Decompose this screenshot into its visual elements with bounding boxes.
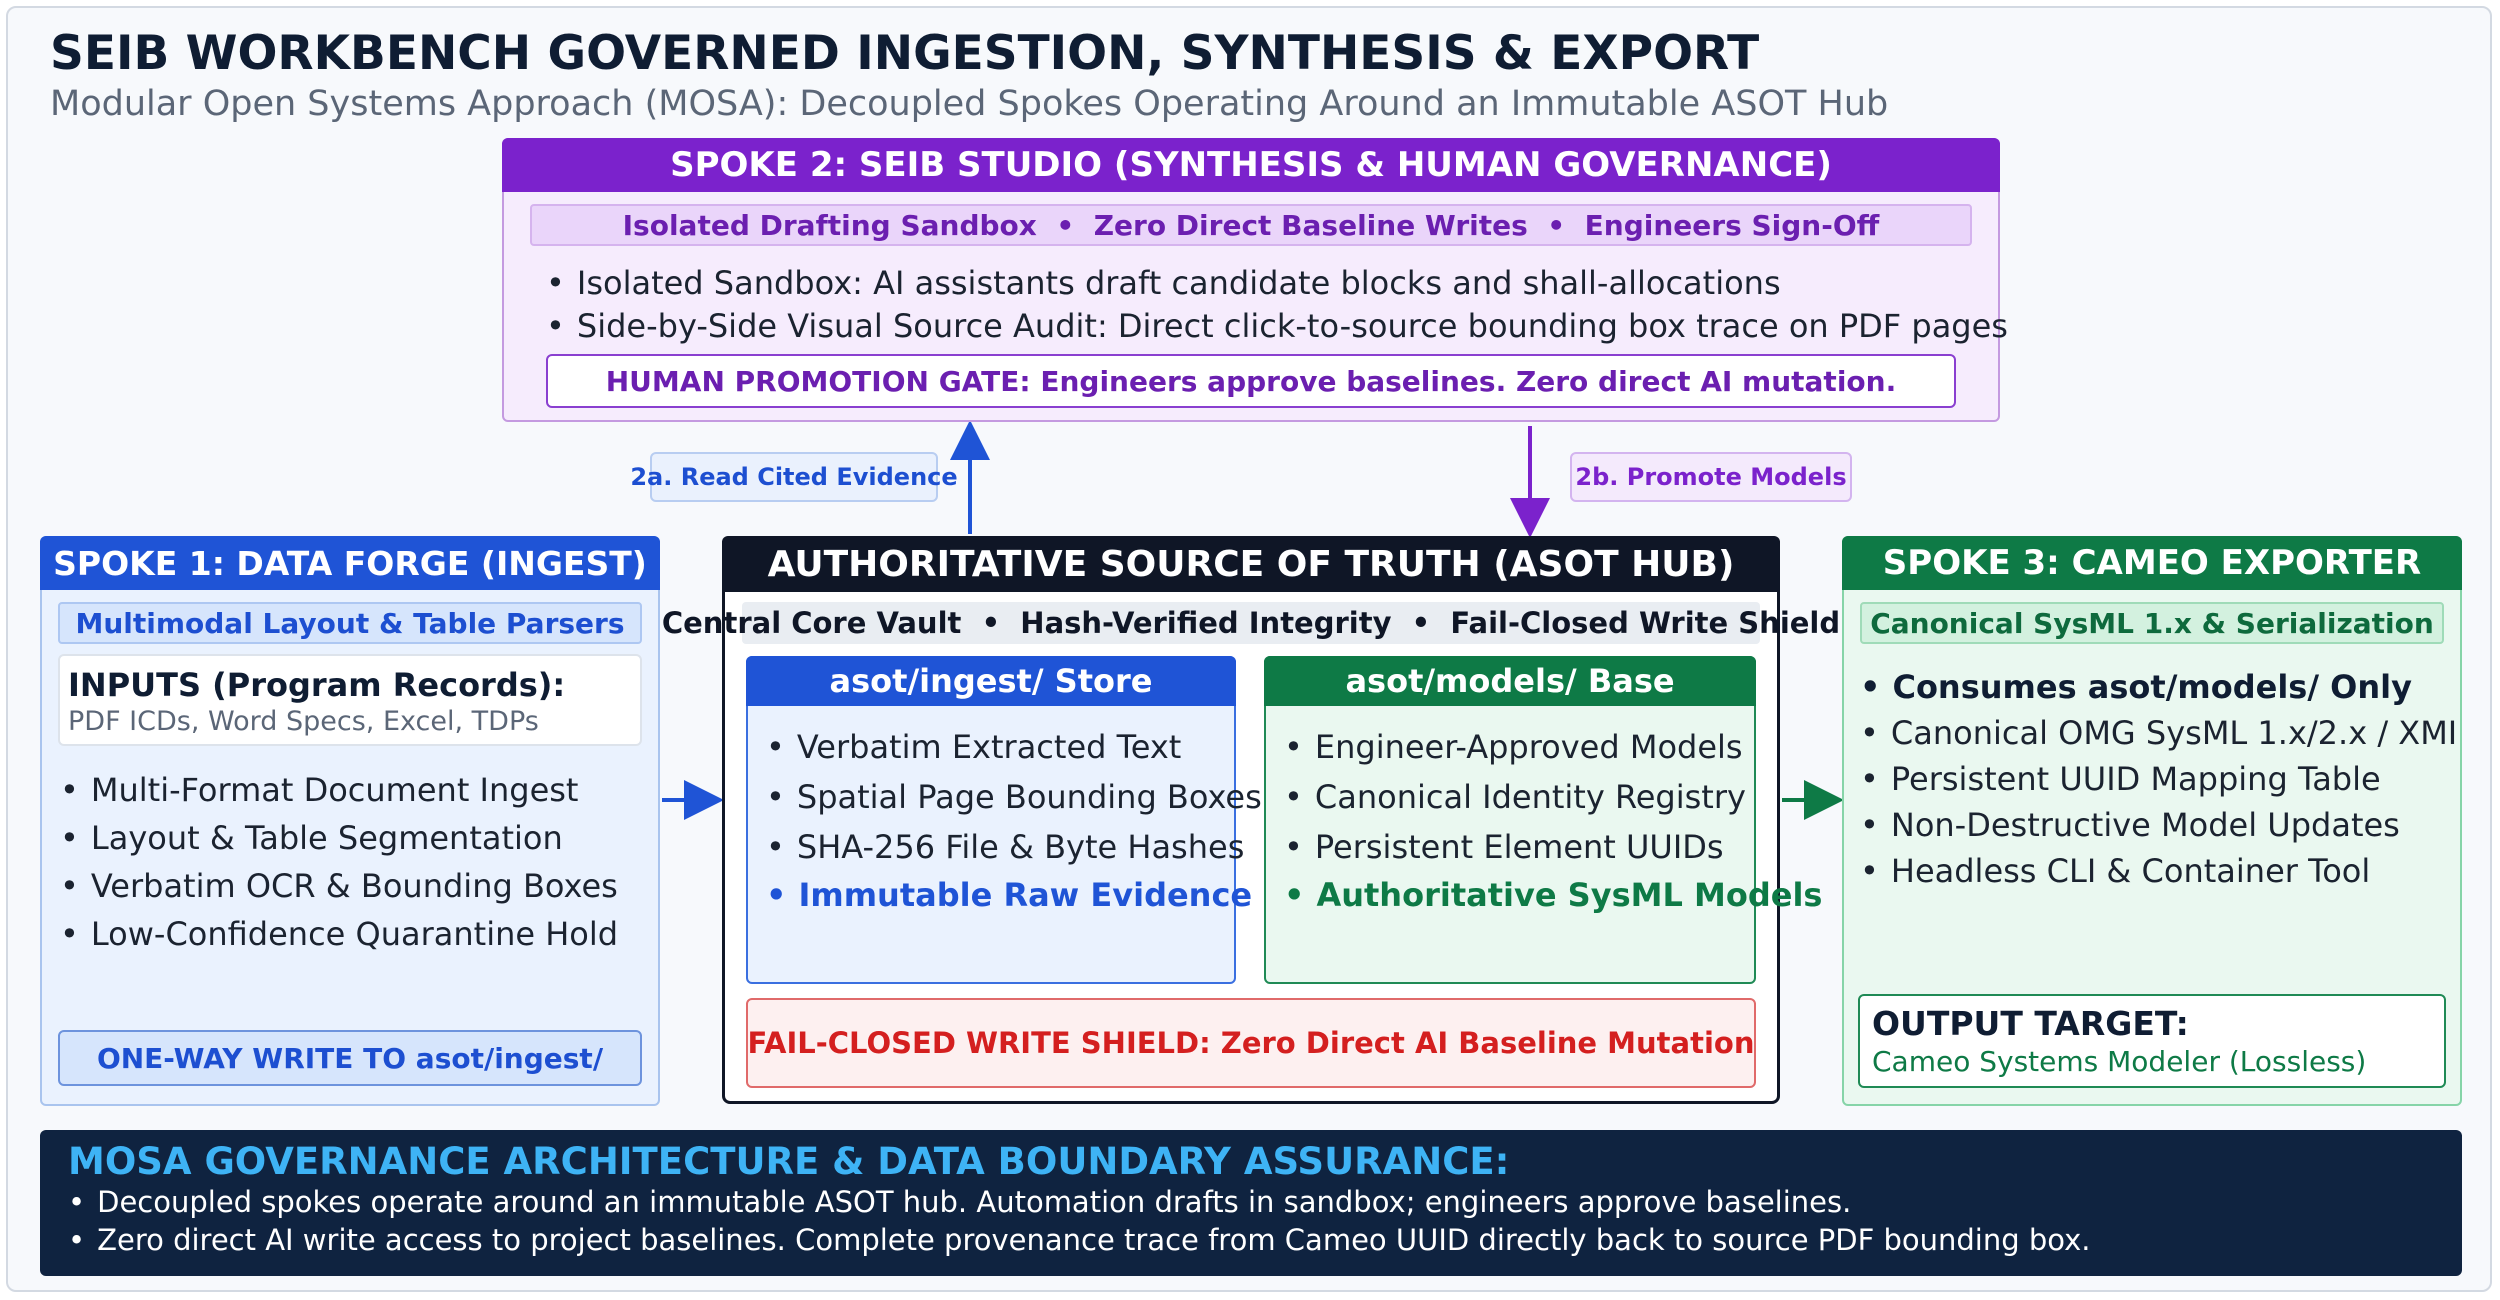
page-subtitle: Modular Open Systems Approach (MOSA): De… [50,84,1889,124]
output-target-title: OUTPUT TARGET: [1872,1004,2189,1043]
list-item: Persistent UUID Mapping Table [1860,756,2457,802]
list-item: Authoritative SysML Models [1284,876,1822,914]
fail-closed-write-shield: FAIL-CLOSED WRITE SHIELD: Zero Direct AI… [746,998,1756,1088]
one-way-write-badge: ONE-WAY WRITE TO asot/ingest/ [58,1030,642,1086]
list-item: Isolated Sandbox: AI assistants draft ca… [546,262,2008,305]
spoke1-inputs-card: INPUTS (Program Records): PDF ICDs, Word… [58,654,642,746]
spoke3-title: SPOKE 3: CAMEO EXPORTER [1842,536,2462,590]
list-item: Consumes asot/models/ Only [1860,664,2457,710]
footer-title: MOSA GOVERNANCE ARCHITECTURE & DATA BOUN… [68,1140,1510,1183]
spoke2-tags: Isolated Drafting Sandbox • Zero Direct … [530,204,1972,246]
list-item: Canonical OMG SysML 1.x/2.x / XMI [1860,710,2457,756]
list-item: Verbatim OCR & Bounding Boxes [60,862,618,910]
list-item: Immutable Raw Evidence [766,876,1252,914]
list-item: Non-Destructive Model Updates [1860,802,2457,848]
spoke1-title: SPOKE 1: DATA FORGE (INGEST) [40,536,660,590]
spoke1-bullets: Multi-Format Document Ingest Layout & Ta… [60,766,618,958]
list-item: SHA-256 File & Byte Hashes [766,822,1262,872]
list-item: Low-Confidence Quarantine Hold [60,910,618,958]
governance-footer: MOSA GOVERNANCE ARCHITECTURE & DATA BOUN… [40,1130,2462,1276]
human-promotion-gate: HUMAN PROMOTION GATE: Engineers approve … [546,354,1956,408]
list-item: Multi-Format Document Ingest [60,766,618,814]
ingest-store-bullets: Verbatim Extracted Text Spatial Page Bou… [766,722,1262,872]
footer-bullets: Decoupled spokes operate around an immut… [68,1183,2434,1259]
ingest-store-emphasis: Immutable Raw Evidence [766,876,1252,914]
spoke2-bullets: Isolated Sandbox: AI assistants draft ca… [546,262,2008,348]
list-item: Layout & Table Segmentation [60,814,618,862]
spoke2-title: SPOKE 2: SEIB STUDIO (SYNTHESIS & HUMAN … [502,138,2000,192]
read-cited-evidence-label: 2a. Read Cited Evidence [630,452,958,502]
spoke3-tag: Canonical SysML 1.x & Serialization [1860,602,2444,644]
promote-models-label: 2b. Promote Models [1570,452,1852,502]
output-target-card: OUTPUT TARGET: Cameo Systems Modeler (Lo… [1858,994,2446,1088]
inputs-subtitle: PDF ICDs, Word Specs, Excel, TDPs [68,706,539,737]
output-target-subtitle: Cameo Systems Modeler (Lossless) [1872,1045,2367,1078]
list-item: Side-by-Side Visual Source Audit: Direct… [546,305,2008,348]
ingest-store-title: asot/ingest/ Store [746,656,1236,706]
list-item: Decoupled spokes operate around an immut… [68,1183,2434,1221]
asot-hub-tags: Central Core Vault • Hash-Verified Integ… [662,602,1840,644]
list-item: Headless CLI & Container Tool [1860,848,2457,894]
list-item: Engineer-Approved Models [1284,722,1746,772]
inputs-title: INPUTS (Program Records): [68,666,566,704]
models-base-emphasis: Authoritative SysML Models [1284,876,1822,914]
asot-hub-title: AUTHORITATIVE SOURCE OF TRUTH (ASOT HUB) [722,536,1780,592]
list-item: Spatial Page Bounding Boxes [766,772,1262,822]
list-item: Persistent Element UUIDs [1284,822,1746,872]
list-item: Verbatim Extracted Text [766,722,1262,772]
page-title: SEIB WORKBENCH GOVERNED INGESTION, SYNTH… [50,26,1760,81]
models-base-bullets: Engineer-Approved Models Canonical Ident… [1284,722,1746,872]
spoke1-parsers: Multimodal Layout & Table Parsers [58,602,642,644]
spoke3-bullets: Consumes asot/models/ Only Canonical OMG… [1860,664,2457,894]
list-item: Canonical Identity Registry [1284,772,1746,822]
list-item: Zero direct AI write access to project b… [68,1221,2434,1259]
models-base-title: asot/models/ Base [1264,656,1756,706]
